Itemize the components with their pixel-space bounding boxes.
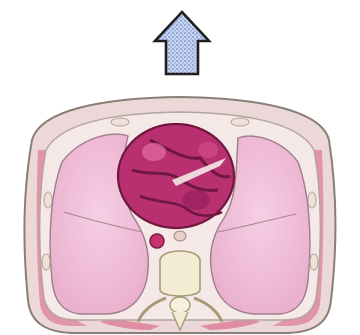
up-arrow-icon xyxy=(155,12,209,74)
esophagus xyxy=(174,231,186,241)
descending-aorta xyxy=(150,234,164,248)
heart xyxy=(118,124,234,228)
